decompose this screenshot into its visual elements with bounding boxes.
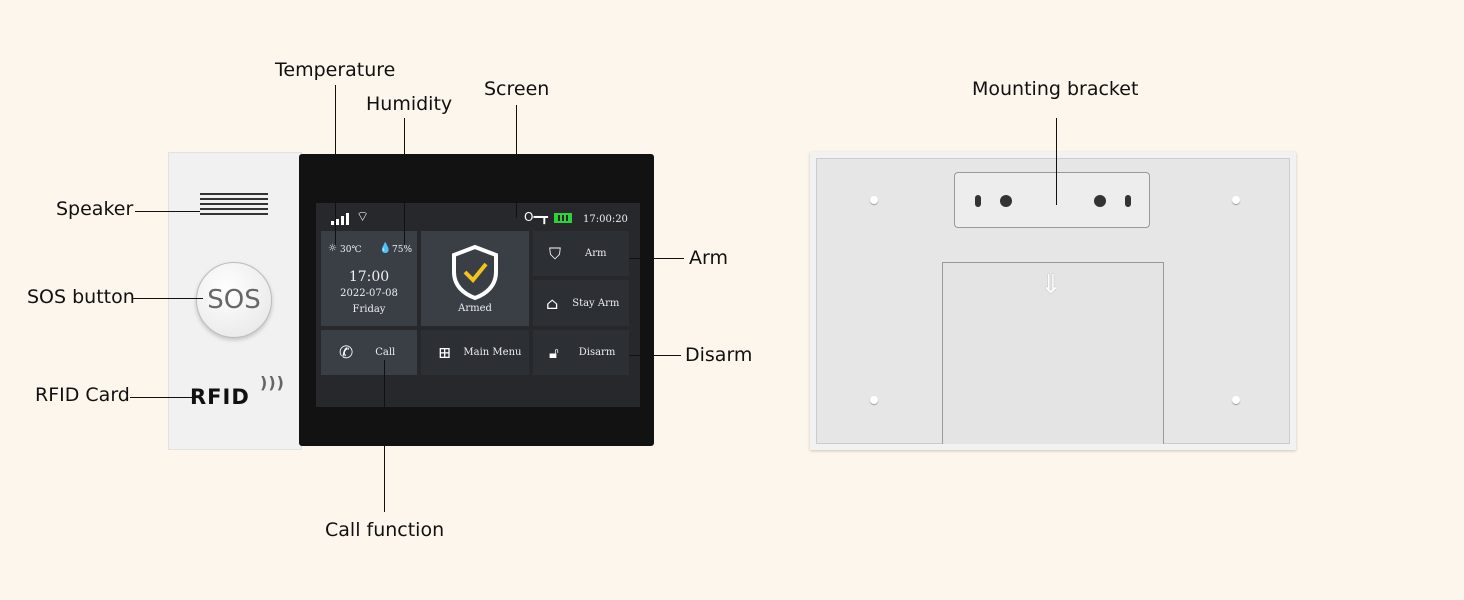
main-menu-tile[interactable]: ⊞ Main Menu xyxy=(421,330,529,375)
down-arrow-icon: ⇓ xyxy=(1040,270,1062,300)
label-mounting-bracket: Mounting bracket xyxy=(972,78,1139,100)
rfid-text: RFID xyxy=(190,385,250,409)
battery-icon xyxy=(554,213,572,223)
disarm-label: Disarm xyxy=(578,347,616,358)
label-sos-button: SOS button xyxy=(27,286,135,308)
rfid-wave-icon: ))) xyxy=(260,373,285,392)
armed-status-tile: Armed xyxy=(421,231,529,326)
date-display: 2022-07-08 xyxy=(340,288,398,299)
label-call-function: Call function xyxy=(325,519,445,541)
touch-screen: ⌔ O━┳ 17:00:20 ☼ 30℃ 💧 75% 17:00 2022-07… xyxy=(316,203,640,407)
arm-label: Arm xyxy=(585,248,607,259)
rfid-logo: RFID))) xyxy=(190,373,284,409)
unlock-icon: 🔓︎ xyxy=(549,343,559,362)
key-icon: O━┳ xyxy=(524,210,548,224)
arm-tile[interactable]: ⛉ Arm xyxy=(533,231,629,276)
label-temperature: Temperature xyxy=(275,59,396,81)
label-humidity: Humidity xyxy=(366,93,453,115)
armed-label: Armed xyxy=(458,302,492,314)
label-speaker: Speaker xyxy=(56,198,134,220)
weather-date-tile: ☼ 30℃ 💧 75% 17:00 2022-07-08 Friday xyxy=(321,231,417,326)
label-rfid-card: RFID Card xyxy=(35,384,130,406)
label-disarm: Disarm xyxy=(685,344,753,366)
mounting-bracket xyxy=(954,172,1150,228)
phone-icon: ✆ xyxy=(339,342,354,363)
label-screen: Screen xyxy=(484,78,550,100)
droplet-icon: 💧 xyxy=(379,243,392,254)
wifi-icon: ⌔ xyxy=(356,209,370,225)
main-menu-label: Main Menu xyxy=(463,347,522,358)
battery-cover xyxy=(942,262,1164,444)
stay-arm-tile[interactable]: ⌂ Stay Arm xyxy=(533,280,629,326)
signal-icon xyxy=(331,213,349,225)
speaker-grille xyxy=(200,193,268,217)
shield-icon: ⛉ xyxy=(549,243,562,263)
status-clock: 17:00:20 xyxy=(583,214,628,225)
shield-check-icon xyxy=(452,244,498,300)
sos-text: SOS xyxy=(207,285,261,315)
call-tile[interactable]: ✆ Call xyxy=(321,330,417,375)
device-back-panel: ⇓ xyxy=(810,152,1296,450)
time-display: 17:00 xyxy=(348,269,390,285)
home-icon: ⌂ xyxy=(546,293,559,313)
label-arm: Arm xyxy=(689,247,728,269)
weekday-display: Friday xyxy=(352,304,386,315)
sos-button[interactable]: SOS xyxy=(196,262,272,338)
temperature-value: 30℃ xyxy=(340,245,362,255)
disarm-tile[interactable]: 🔓︎ Disarm xyxy=(533,330,629,375)
call-label: Call xyxy=(375,347,396,358)
menu-grid-icon: ⊞ xyxy=(438,343,452,362)
sun-icon: ☼ xyxy=(328,243,337,254)
humidity-value: 75% xyxy=(392,245,413,255)
stay-arm-label: Stay Arm xyxy=(572,297,620,309)
